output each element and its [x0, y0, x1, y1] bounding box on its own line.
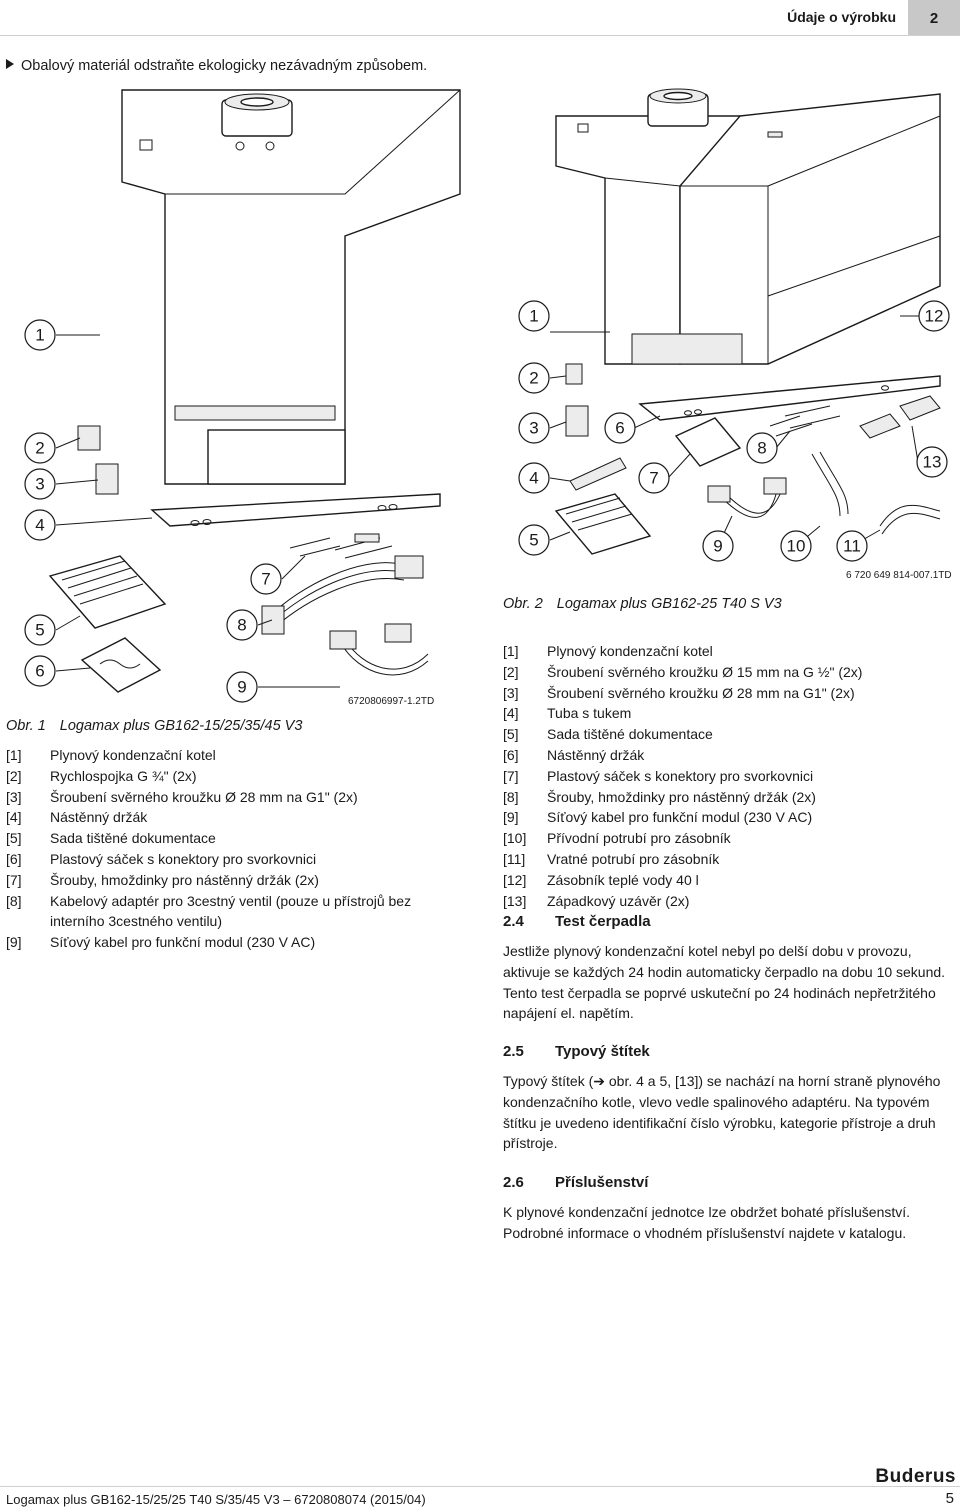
footer-document-info: Logamax plus GB162-15/25/25 T40 S/35/45 …: [6, 1492, 426, 1507]
legend-item: [8]Kabelový adaptér pro 3cestný ventil (…: [6, 892, 412, 930]
svg-text:6: 6: [615, 419, 624, 438]
callout-1: 1: [518, 300, 550, 332]
page-number: 5: [945, 1490, 954, 1507]
callout-6: 6: [24, 655, 56, 687]
legend-item: [7]Šrouby, hmoždinky pro nástěnný držák …: [6, 871, 319, 888]
callout-8: 8: [746, 432, 778, 464]
chapter-number: 2: [908, 0, 960, 36]
triangle-bullet-icon: [6, 59, 14, 69]
legend-item: [5]Sada tištěné dokumentace: [6, 830, 216, 847]
instruction-text: Obalový materiál odstraňte ekologicky ne…: [21, 58, 428, 74]
callout-9: 9: [702, 530, 734, 562]
svg-text:9: 9: [713, 537, 722, 556]
svg-text:11: 11: [843, 537, 861, 556]
callout-5: 5: [24, 614, 56, 646]
legend-item: [7]Plastový sáček s konektory pro svorko…: [503, 767, 814, 784]
svg-text:8: 8: [237, 616, 246, 635]
svg-text:3: 3: [529, 419, 538, 438]
figure-1-legend: [1]Plynový kondenzační kotel [2]Rychlosp…: [6, 745, 456, 953]
svg-text:1: 1: [35, 326, 44, 345]
section-paragraph: Typový štítek (➔ obr. 4 a 5, [13]) se na…: [503, 1073, 941, 1152]
section-paragraph: K plynové kondenzační jednotce lze obdrž…: [503, 1204, 911, 1241]
figure-2-legend: [1]Plynový kondenzační kotel [2]Šroubení…: [503, 641, 958, 911]
callout-8: 8: [226, 609, 258, 641]
figure-2-code: 6 720 649 814-007.1TD: [846, 570, 952, 581]
figure-1-illustration: 1 2 3 4 5 6 7 8 9 6720806997-1.2TD: [0, 86, 470, 714]
legend-item: [8]Šrouby, hmoždinky pro nástěnný držák …: [503, 788, 816, 805]
legend-item: [10]Přívodní potrubí pro zásobník: [503, 830, 731, 847]
legend-item: [6]Nástěnný držák: [503, 746, 645, 763]
svg-text:12: 12: [925, 307, 944, 326]
callout-4: 4: [24, 509, 56, 541]
figure-1-code: 6720806997-1.2TD: [348, 696, 435, 707]
legend-item: [2]Rychlospojka G ¾" (2x): [6, 767, 197, 784]
figure-2-illustration: 1 12 2 3 6 8 13 4 7 5 9 10 11 6 720 649 …: [500, 86, 960, 584]
legend-item: [9]Síťový kabel pro funkční modul (230 V…: [6, 934, 316, 951]
legend-item: [4]Nástěnný držák: [6, 809, 148, 826]
callout-4: 4: [518, 462, 550, 494]
section-title: Údaje o výrobku: [787, 9, 896, 25]
callout-1: 1: [24, 319, 56, 351]
callout-13: 13: [916, 446, 948, 478]
callout-7: 7: [250, 563, 282, 595]
legend-item: [13]Západkový uzávěr (2x): [503, 892, 690, 909]
footer-divider: [0, 1486, 960, 1487]
callout-9: 9: [226, 671, 258, 703]
callout-10: 10: [780, 530, 812, 562]
callout-5: 5: [518, 524, 550, 556]
callout-7: 7: [638, 462, 670, 494]
svg-text:9: 9: [237, 678, 246, 697]
legend-item: [3]Šroubení svěrného kroužku Ø 28 mm na …: [6, 788, 358, 805]
svg-text:2: 2: [35, 439, 44, 458]
legend-item: [1]Plynový kondenzační kotel: [503, 643, 713, 659]
legend-item: [2]Šroubení svěrného kroužku Ø 15 mm na …: [503, 663, 863, 680]
callout-11: 11: [836, 530, 868, 562]
callout-2: 2: [518, 362, 550, 394]
legend-item: [6]Plastový sáček s konektory pro svorko…: [6, 850, 317, 867]
svg-text:10: 10: [787, 537, 806, 556]
svg-text:2: 2: [529, 369, 538, 388]
svg-text:5: 5: [529, 531, 538, 550]
callout-6: 6: [604, 412, 636, 444]
callout-2: 2: [24, 432, 56, 464]
legend-item: [3]Šroubení svěrného kroužku Ø 28 mm na …: [503, 684, 855, 701]
svg-text:4: 4: [35, 516, 44, 535]
svg-text:6: 6: [35, 662, 44, 681]
svg-text:13: 13: [923, 453, 942, 472]
svg-text:7: 7: [649, 469, 658, 488]
svg-text:8: 8: [757, 439, 766, 458]
legend-item: [5]Sada tištěné dokumentace: [503, 726, 713, 743]
legend-item: [12]Zásobník teplé vody 40 l: [503, 871, 699, 888]
svg-text:3: 3: [35, 475, 44, 494]
legend-item: [4]Tuba s tukem: [503, 705, 632, 722]
svg-text:1: 1: [529, 307, 538, 326]
page-header: Údaje o výrobku 2: [0, 0, 960, 36]
legend-item: [9]Síťový kabel pro funkční modul (230 V…: [503, 809, 813, 826]
section-paragraph: Jestliže plynový kondenzační kotel nebyl…: [503, 943, 946, 1022]
callout-3: 3: [24, 468, 56, 500]
legend-item: [11]Vratné potrubí pro zásobník: [503, 850, 720, 867]
svg-text:7: 7: [261, 570, 270, 589]
svg-text:5: 5: [35, 621, 44, 640]
callout-12: 12: [918, 300, 950, 332]
instruction-note: Obalový materiál odstraňte ekologicky ne…: [6, 58, 427, 74]
svg-text:4: 4: [529, 469, 538, 488]
legend-item: [1]Plynový kondenzační kotel: [6, 747, 216, 763]
header-divider: [0, 35, 960, 36]
buderus-logo: Buderus: [875, 1466, 956, 1487]
callout-3: 3: [518, 412, 550, 444]
